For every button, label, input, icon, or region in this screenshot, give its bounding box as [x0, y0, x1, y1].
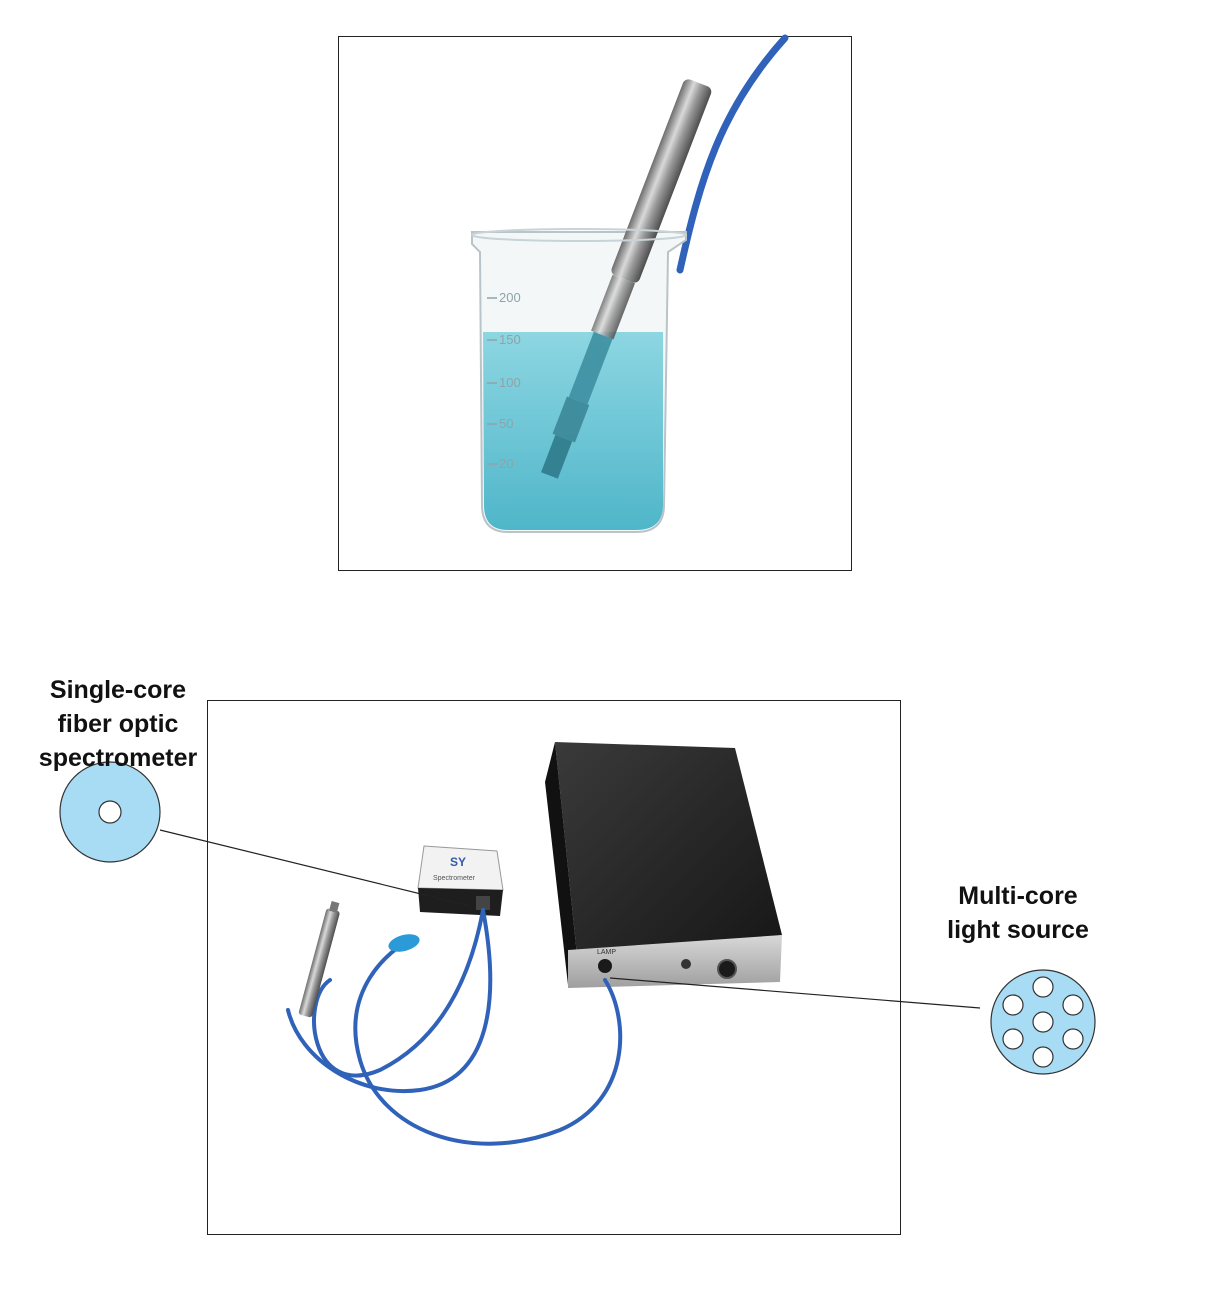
fiber-cables — [286, 908, 623, 1146]
beaker-scene: 200 150 100 50 20 — [471, 34, 789, 533]
beaker-mark-100: 100 — [499, 375, 521, 390]
light-source-port-label: LAMP — [597, 949, 616, 956]
single-core-label-line-1: Single-core — [49, 676, 187, 704]
multi-core-label-line-2: light source — [947, 916, 1089, 944]
immersion-probe — [541, 79, 712, 479]
single-core-label-line-2: fiber optic — [57, 710, 179, 738]
beaker-graduations — [487, 297, 497, 465]
single-core-label: Single-core fiber optic spectrometer — [20, 673, 216, 775]
multi-core-label: Multi-core light source — [930, 879, 1106, 947]
single-core-label-line-3: spectrometer — [38, 744, 198, 772]
multi-core-diagram — [990, 969, 1096, 1075]
fiber-connector — [388, 934, 420, 952]
multi-core-callout-line — [609, 977, 981, 1009]
setup-scene: LAMP SY Spectrometer — [286, 742, 782, 1146]
multi-core-holes — [1002, 976, 1084, 1068]
single-core-callout-line — [159, 829, 471, 907]
probe-cable — [676, 34, 789, 274]
beaker-mark-150: 150 — [499, 332, 521, 347]
spectrometer-brand-text: Spectrometer — [433, 875, 476, 882]
light-source-box: LAMP — [545, 742, 782, 988]
light-source-port — [598, 959, 612, 973]
beaker-mark-200: 200 — [499, 290, 521, 305]
multi-core-label-line-1: Multi-core — [958, 882, 1078, 910]
single-core-diagram — [59, 761, 161, 863]
single-core-hole — [98, 800, 122, 824]
spectrometer-module: SY Spectrometer — [417, 845, 504, 916]
handheld-probe — [298, 901, 340, 1018]
beaker-mark-50: 50 — [499, 416, 513, 431]
beaker-mark-20: 20 — [499, 456, 513, 471]
svg-text:SY: SY — [450, 855, 466, 869]
